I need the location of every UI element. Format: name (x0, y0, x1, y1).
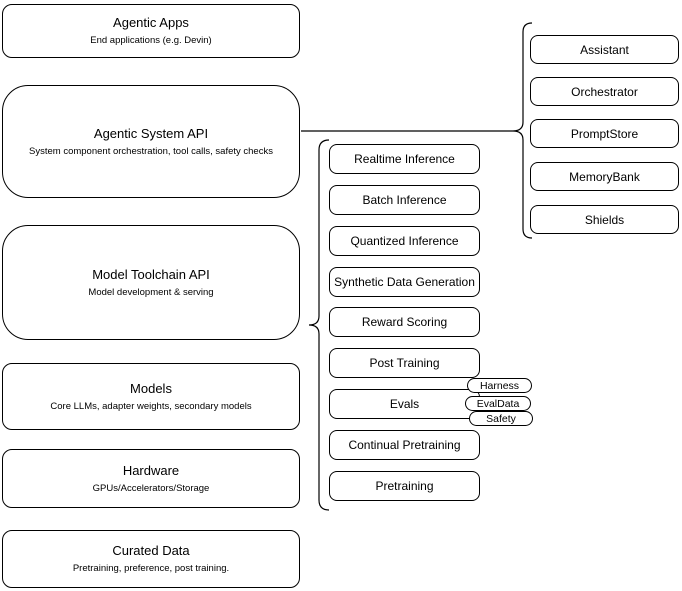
node-label: PromptStore (570, 126, 639, 141)
tag-label: EvalData (476, 397, 520, 410)
node-title: Agentic Apps (113, 15, 189, 30)
node-title: Curated Data (112, 543, 190, 558)
node-promptstore: PromptStore (530, 119, 679, 148)
tag-label: Safety (486, 412, 516, 425)
node-pretraining: Pretraining (329, 471, 480, 501)
node-shields: Shields (530, 205, 679, 234)
tag-evaldata: EvalData (465, 396, 531, 411)
node-agentic-apps: Agentic Apps End applications (e.g. Devi… (2, 4, 300, 58)
node-subtitle: System component orchestration, tool cal… (29, 145, 273, 157)
tag-label: Harness (479, 379, 520, 392)
node-subtitle: Model development & serving (88, 286, 214, 298)
node-label: Reward Scoring (361, 315, 448, 329)
node-label: Shields (584, 212, 625, 227)
node-evals: Evals (329, 389, 480, 419)
node-post-training: Post Training (329, 348, 480, 378)
node-label: Continual Pretraining (348, 438, 461, 452)
node-title: Model Toolchain API (92, 266, 210, 282)
node-realtime-inference: Realtime Inference (329, 144, 480, 174)
node-label: Post Training (369, 356, 440, 370)
node-hardware: Hardware GPUs/Accelerators/Storage (2, 449, 300, 508)
node-assistant: Assistant (530, 35, 679, 64)
node-subtitle: Pretraining, preference, post training. (72, 563, 230, 574)
node-reward-scoring: Reward Scoring (329, 307, 480, 337)
node-label: Synthetic Data Generation (334, 275, 475, 289)
node-label: Realtime Inference (354, 152, 455, 166)
node-subtitle: GPUs/Accelerators/Storage (92, 482, 210, 494)
node-label: Quantized Inference (350, 234, 459, 248)
node-title: Models (130, 380, 172, 396)
node-continual-pretraining: Continual Pretraining (329, 430, 480, 460)
node-quantized-inference: Quantized Inference (329, 226, 480, 256)
node-memorybank: MemoryBank (530, 162, 679, 191)
node-batch-inference: Batch Inference (329, 185, 480, 215)
system-components-brace (512, 22, 533, 239)
node-title: Hardware (122, 462, 180, 478)
node-models: Models Core LLMs, adapter weights, secon… (2, 363, 300, 430)
node-label: Orchestrator (571, 84, 638, 99)
tag-harness: Harness (467, 378, 532, 393)
toolchain-brace (308, 139, 330, 511)
node-curated-data: Curated Data Pretraining, preference, po… (2, 530, 300, 588)
node-label: Pretraining (375, 479, 434, 493)
node-label: Evals (389, 397, 420, 411)
node-synthetic-data-generation: Synthetic Data Generation (329, 267, 480, 297)
node-label: Batch Inference (362, 193, 447, 207)
node-label: Assistant (580, 42, 629, 57)
node-model-toolchain-api: Model Toolchain API Model development & … (2, 225, 300, 340)
node-orchestrator: Orchestrator (530, 77, 679, 106)
tag-safety: Safety (469, 411, 533, 426)
node-title: Agentic System API (93, 125, 209, 141)
node-subtitle: Core LLMs, adapter weights, secondary mo… (50, 400, 252, 412)
node-label: MemoryBank (569, 169, 640, 184)
node-subtitle: End applications (e.g. Devin) (90, 35, 212, 46)
node-agentic-system-api: Agentic System API System component orch… (2, 85, 300, 198)
